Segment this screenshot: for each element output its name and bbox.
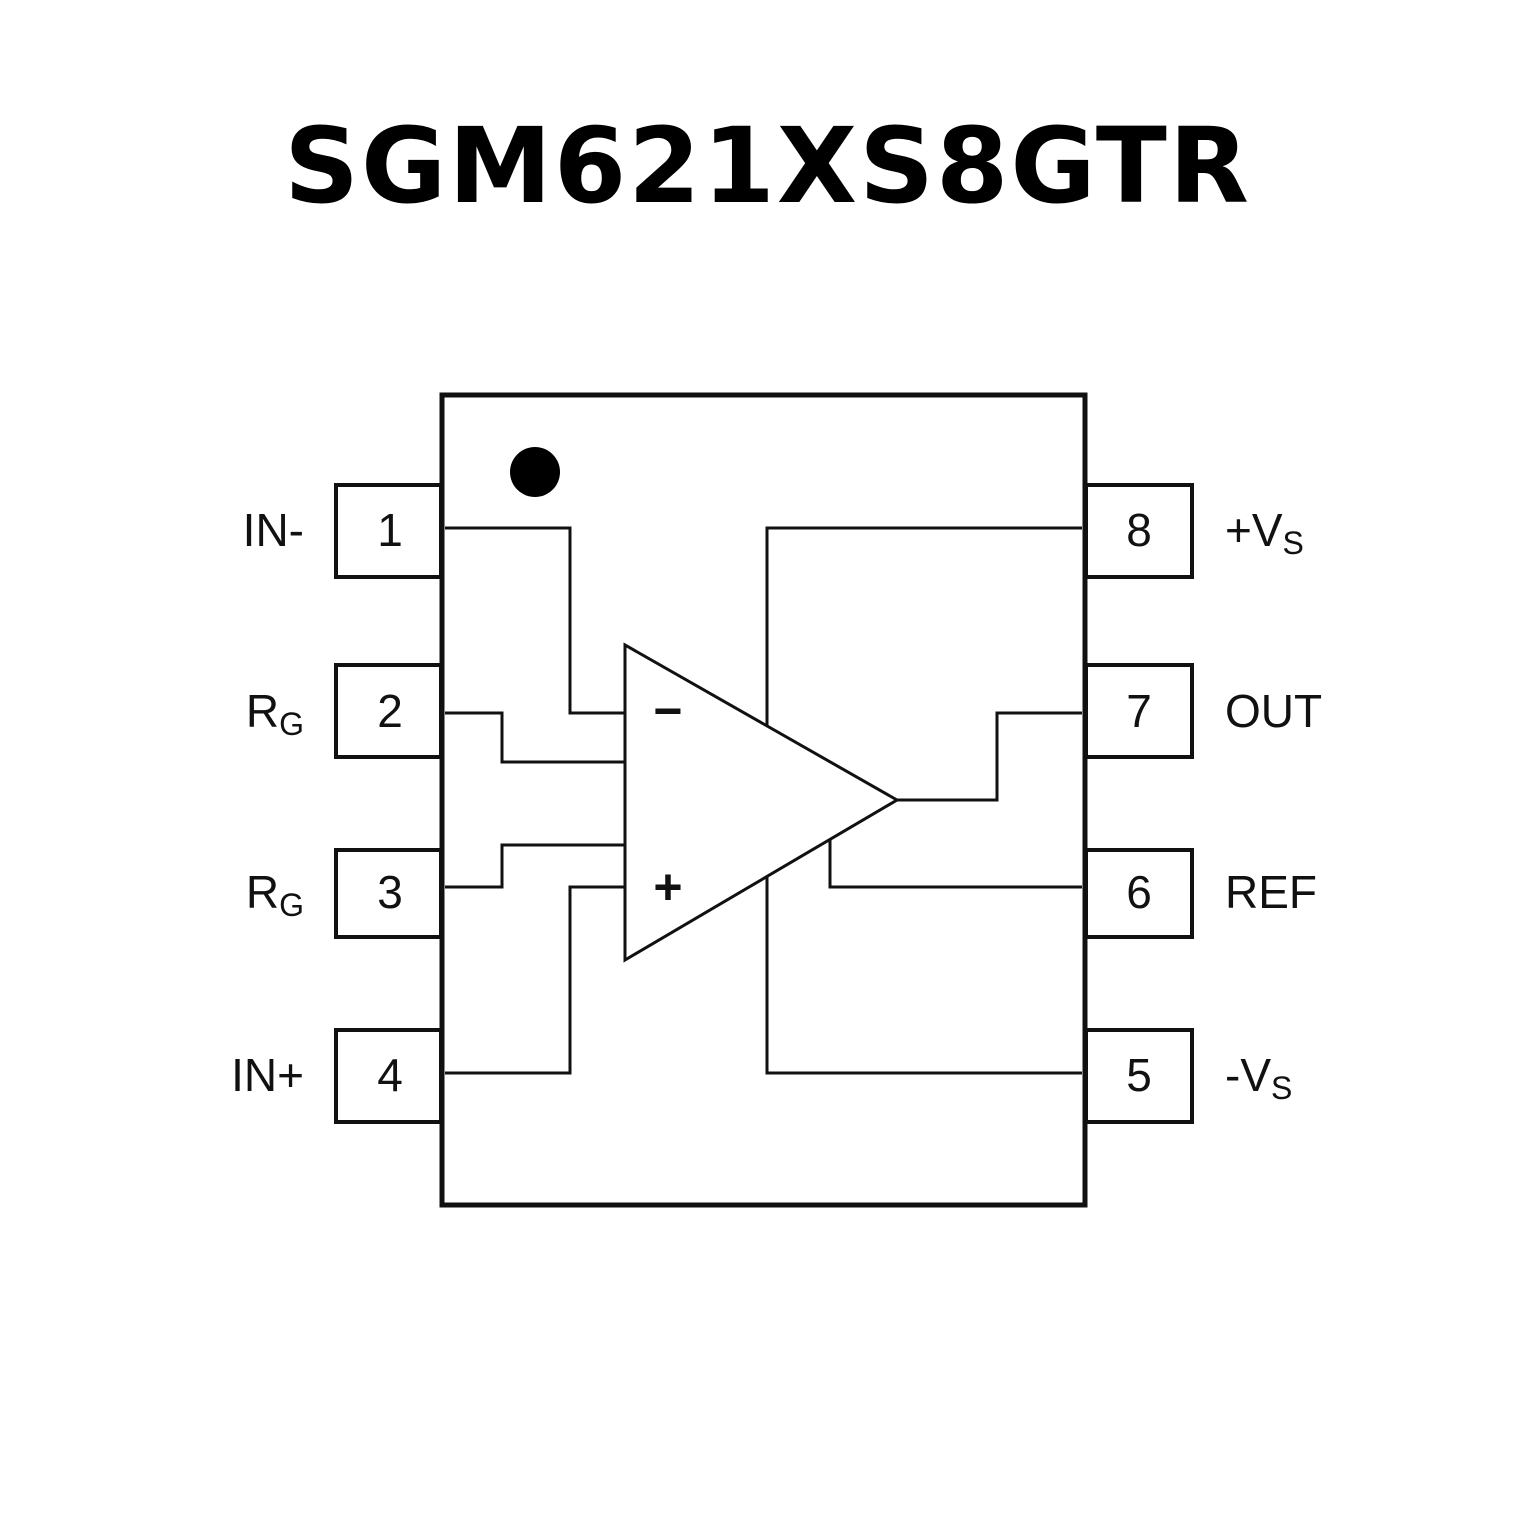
pin-name: R <box>246 866 279 918</box>
pin-number: 8 <box>1126 504 1152 556</box>
pin-label-plus-vs: +VS <box>1225 504 1304 561</box>
wire-pin3 <box>445 843 625 889</box>
pin-name: IN- <box>243 504 304 556</box>
pin-label-in-plus: IN+ <box>231 1049 304 1101</box>
pin-number: 6 <box>1126 866 1152 918</box>
pin-subscript: G <box>279 887 304 923</box>
pin-name: +V <box>1225 504 1283 556</box>
pin-label-out: OUT <box>1225 685 1322 737</box>
wire-pin8 <box>765 526 1082 726</box>
pin-number: 3 <box>377 866 403 918</box>
opamp-plus-sign: + <box>653 859 682 915</box>
wire-pin1 <box>445 526 625 715</box>
pin-subscript: G <box>279 706 304 742</box>
pin-name: -V <box>1225 1049 1271 1101</box>
wire-pin2 <box>445 711 625 764</box>
pin-label-in-minus: IN- <box>243 504 304 556</box>
pin-subscript: S <box>1271 1070 1292 1106</box>
wire-pin6 <box>828 839 1082 889</box>
pin-name: OUT <box>1225 685 1322 737</box>
wire-pin5 <box>765 876 1082 1075</box>
part-number-title: SGM621XS8GTR <box>284 105 1251 227</box>
pin-number: 7 <box>1126 685 1152 737</box>
pin-label-ref: REF <box>1225 866 1317 918</box>
pin-number: 5 <box>1126 1049 1152 1101</box>
pin-name: R <box>246 685 279 737</box>
wire-pin7 <box>897 711 1082 802</box>
pin-label-rg: RG <box>246 685 304 742</box>
pin-label-minus-vs: -VS <box>1225 1049 1292 1106</box>
pin-label-rg: RG <box>246 866 304 923</box>
opamp-minus-sign: − <box>653 683 682 739</box>
pin-number: 1 <box>377 504 403 556</box>
pin-number: 4 <box>377 1049 403 1101</box>
opamp-triangle <box>623 642 900 963</box>
wire-pin4 <box>445 885 625 1075</box>
pin1-indicator-dot <box>510 447 560 497</box>
pin-subscript: S <box>1283 525 1304 561</box>
pin-name: IN+ <box>231 1049 304 1101</box>
pin-number: 2 <box>377 685 403 737</box>
pin-name: REF <box>1225 866 1317 918</box>
